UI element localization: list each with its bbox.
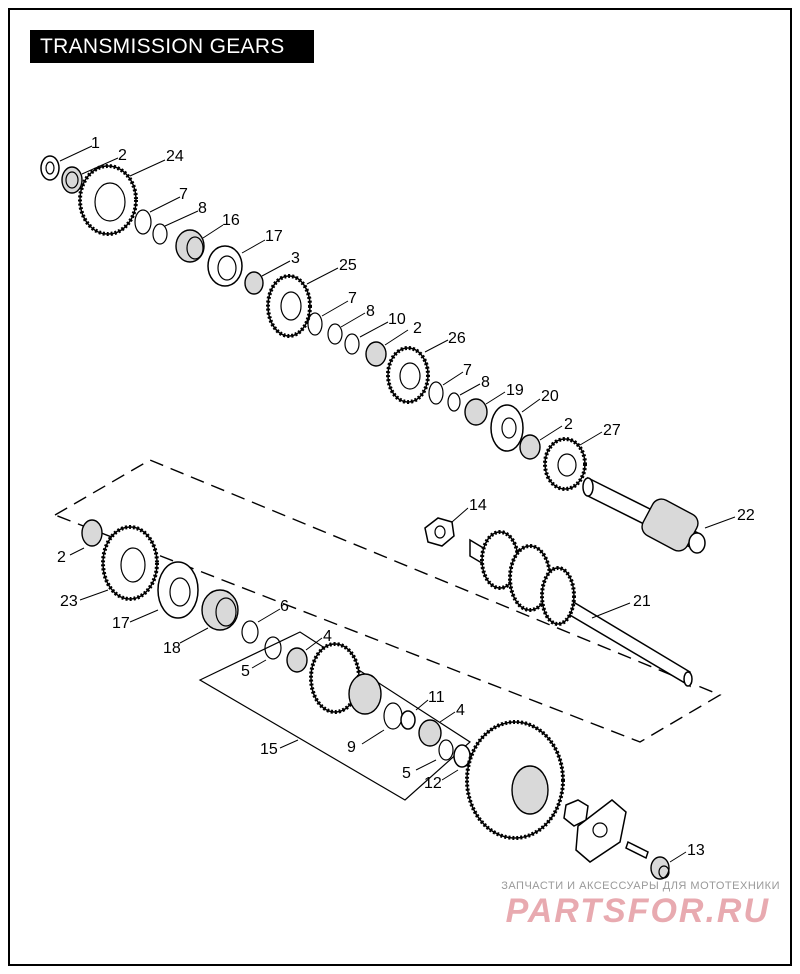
part-snap-ring bbox=[438, 739, 454, 761]
part-shift-clutch bbox=[207, 245, 243, 287]
part-snap-ring bbox=[152, 223, 168, 245]
part-gear bbox=[543, 437, 587, 491]
part-screw bbox=[625, 840, 649, 860]
part-needle-bearing bbox=[81, 519, 103, 547]
watermark-logo: PARTSFOR.RU bbox=[505, 892, 770, 930]
callout-19: 19 bbox=[506, 382, 524, 399]
callout-20: 20 bbox=[541, 388, 559, 405]
part-snap-ring bbox=[327, 323, 343, 345]
callout-6: 6 bbox=[280, 598, 289, 615]
callout-8c: 8 bbox=[481, 374, 490, 391]
callout-17b: 17 bbox=[112, 615, 130, 632]
callout-7b: 7 bbox=[348, 290, 357, 307]
callout-7c: 7 bbox=[463, 362, 472, 379]
part-shift-clutch bbox=[157, 561, 199, 619]
part-gear bbox=[386, 346, 430, 404]
callout-2: 2 bbox=[118, 147, 127, 164]
part-gear bbox=[101, 525, 159, 601]
callout-15: 15 bbox=[260, 741, 278, 758]
callout-2b: 2 bbox=[413, 320, 422, 337]
part-lock-plate bbox=[575, 799, 627, 863]
callout-2c: 2 bbox=[564, 416, 573, 433]
part-ring bbox=[134, 209, 152, 235]
part-small-bearing bbox=[244, 271, 264, 295]
part-bearing-plate bbox=[490, 404, 524, 452]
callout-9: 9 bbox=[347, 739, 356, 756]
callout-25: 25 bbox=[339, 257, 357, 274]
callout-1: 1 bbox=[91, 135, 100, 152]
callout-3: 3 bbox=[291, 250, 300, 267]
callout-21: 21 bbox=[633, 593, 651, 610]
callout-18: 18 bbox=[163, 640, 181, 657]
callout-22: 22 bbox=[737, 507, 755, 524]
callout-8: 8 bbox=[198, 200, 207, 217]
part-ring bbox=[383, 702, 403, 730]
assembly-outline bbox=[53, 459, 722, 743]
part-snap-ring bbox=[447, 392, 461, 412]
diagram-frame bbox=[8, 8, 792, 966]
leader-lines bbox=[59, 145, 736, 863]
part-ring bbox=[428, 381, 444, 405]
part-gear bbox=[309, 642, 382, 715]
callout-8b: 8 bbox=[366, 303, 375, 320]
part-needle-bearing bbox=[61, 166, 83, 194]
part-bushing bbox=[650, 856, 670, 880]
part-roller-bearing bbox=[175, 229, 205, 263]
part-needle-bearing bbox=[365, 341, 387, 367]
part-washer bbox=[453, 744, 471, 768]
part-main-drive-gear bbox=[465, 720, 565, 840]
callout-4b: 4 bbox=[456, 702, 465, 719]
callout-4: 4 bbox=[323, 628, 332, 645]
callout-17: 17 bbox=[265, 228, 283, 245]
part-spacer bbox=[400, 710, 416, 730]
callout-7: 7 bbox=[179, 186, 188, 203]
page-title: TRANSMISSION GEARS bbox=[30, 30, 314, 63]
part-nut bbox=[424, 517, 455, 547]
part-countershaft bbox=[582, 476, 706, 554]
callout-23: 23 bbox=[60, 593, 78, 610]
part-needle-bearing bbox=[286, 647, 308, 673]
callout-labels: 1 2 24 7 8 16 17 3 25 7 8 10 2 26 7 8 19… bbox=[57, 135, 755, 859]
part-needle-bearing bbox=[519, 434, 541, 460]
part-thrust-washer bbox=[40, 155, 60, 181]
callout-26: 26 bbox=[448, 330, 466, 347]
part-snap-ring bbox=[241, 620, 259, 644]
callout-5b: 5 bbox=[402, 765, 411, 782]
part-snap-ring bbox=[264, 636, 282, 660]
callout-12: 12 bbox=[424, 775, 442, 792]
callout-2d: 2 bbox=[57, 549, 66, 566]
part-roller-bearing bbox=[464, 398, 488, 426]
part-roller-bearing bbox=[201, 589, 239, 631]
callout-16: 16 bbox=[222, 212, 240, 229]
callout-14: 14 bbox=[469, 497, 487, 514]
callout-27: 27 bbox=[603, 422, 621, 439]
callout-5: 5 bbox=[241, 663, 250, 680]
subassembly-outline bbox=[198, 631, 471, 801]
callout-10: 10 bbox=[388, 311, 406, 328]
part-ring bbox=[307, 312, 323, 336]
part-mainshaft bbox=[469, 530, 693, 688]
part-needle-bearing bbox=[418, 719, 442, 747]
watermark-caption: ЗАПЧАСТИ И АКСЕССУАРЫ ДЛЯ МОТОТЕХНИКИ bbox=[501, 880, 780, 892]
callout-11: 11 bbox=[428, 689, 445, 706]
callout-24: 24 bbox=[166, 148, 184, 165]
part-ring bbox=[344, 333, 360, 355]
part-gear bbox=[78, 164, 138, 236]
part-gear bbox=[266, 274, 312, 338]
callout-13: 13 bbox=[687, 842, 705, 859]
